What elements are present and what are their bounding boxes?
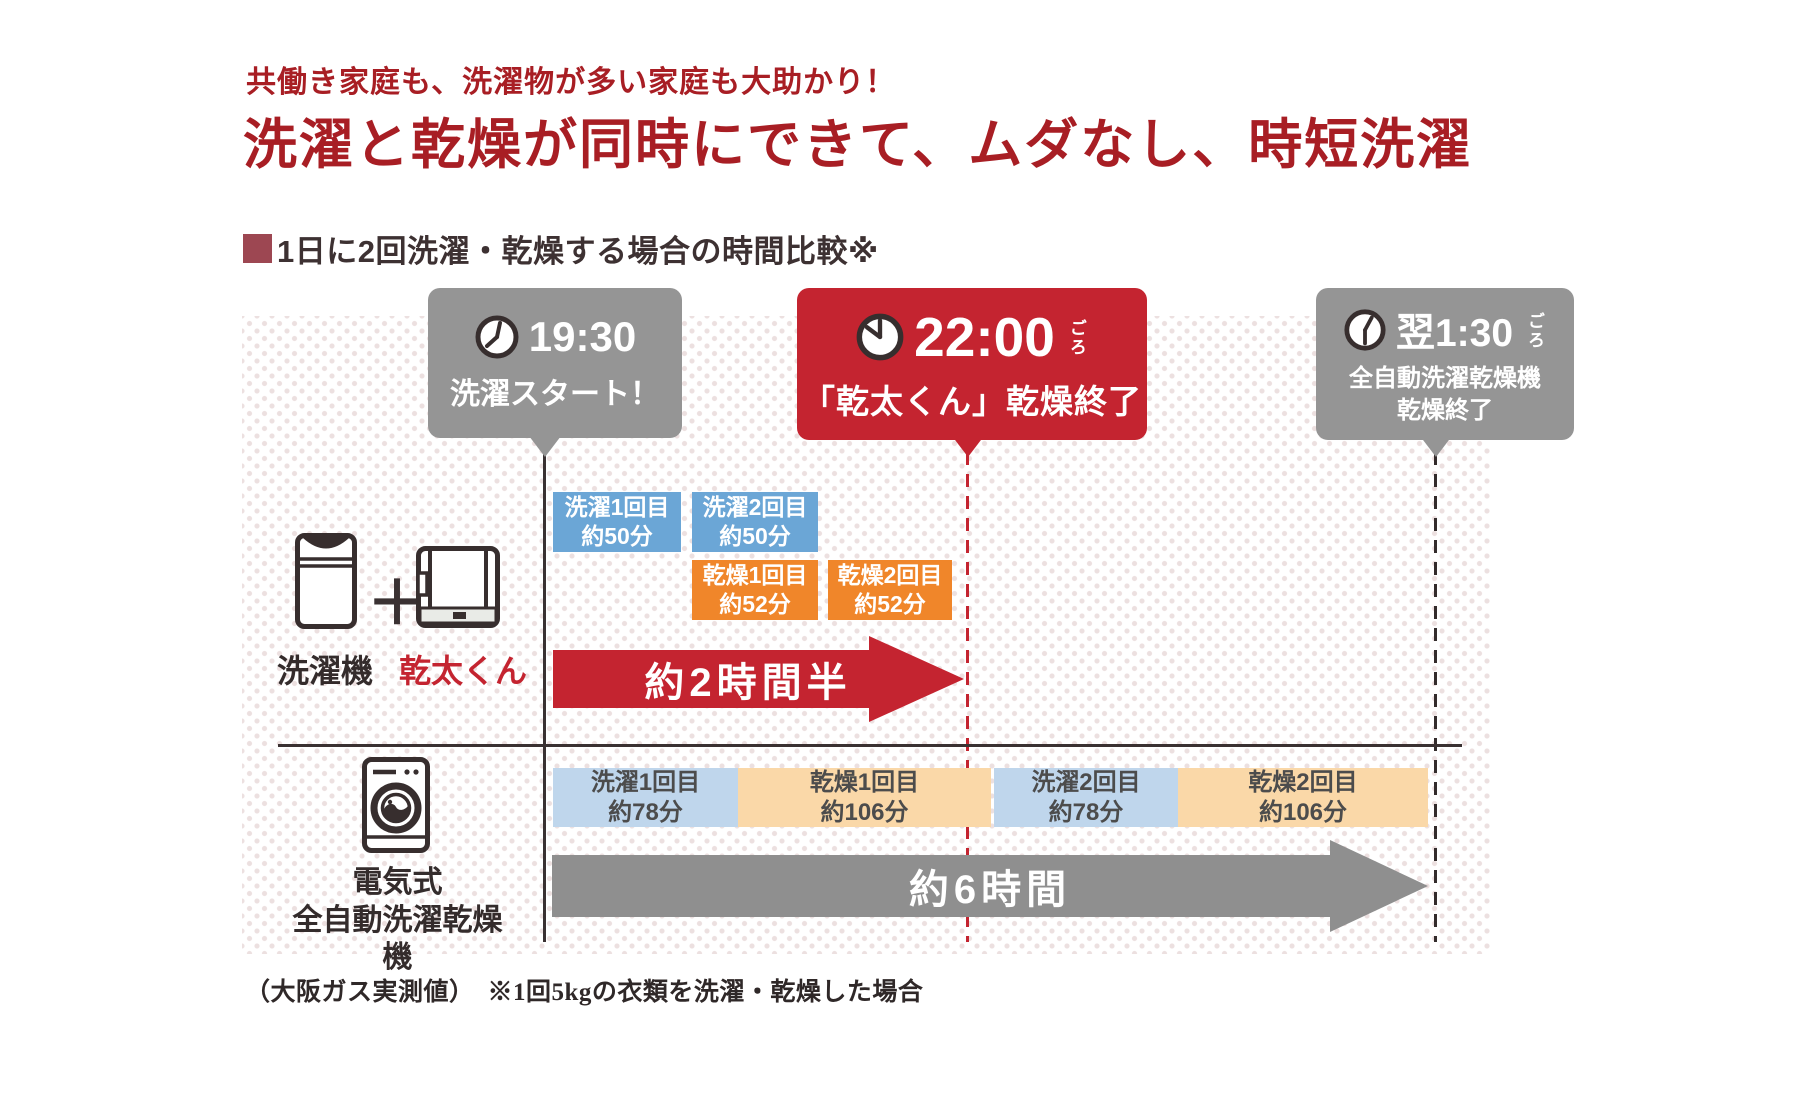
time-bubble-electric-end: 翌1:30 ごろ 全自動洗濯乾燥機 乾燥終了 — [1316, 288, 1574, 440]
washer-label: 洗濯機 — [276, 653, 373, 689]
timeline-electric-end-line — [1434, 452, 1437, 942]
event-label: 「乾太くん」乾燥終了 — [802, 383, 1142, 420]
electric-dry1-bar: 乾燥1回目 約106分 — [738, 768, 991, 827]
top-load-washer-icon — [295, 533, 357, 629]
gas-wash2-bar: 洗濯2回目 約50分 — [692, 492, 818, 552]
time-bubble-start: 19:30 洗濯スタート！ — [428, 288, 682, 438]
electric-wash2-bar: 洗濯2回目 約78分 — [994, 768, 1178, 827]
event-time: 19:30 — [528, 313, 637, 360]
gas-dry1-bar: 乾燥1回目 約52分 — [692, 560, 818, 620]
electric-dry2-bar: 乾燥2回目 約106分 — [1178, 768, 1428, 827]
section-title-text: 1日に2回洗濯・乾燥する場合の時間比較※ — [277, 234, 879, 269]
gas-wash1-bar: 洗濯1回目 約50分 — [553, 492, 681, 552]
kanta-kun-dryer-icon — [416, 546, 500, 628]
row-divider — [278, 744, 1462, 747]
event-time-suffix: ごろ — [1525, 312, 1545, 351]
electric-wash1-bar: 洗濯1回目 約78分 — [553, 768, 738, 827]
section-square-marker — [243, 234, 272, 263]
event-time-suffix: ごろ — [1066, 319, 1086, 357]
event-label: 洗濯スタート！ — [450, 378, 660, 411]
clock-icon — [856, 313, 904, 361]
gas-total-arrowhead — [869, 636, 964, 722]
event-time: 22:00 — [914, 306, 1055, 368]
electric-total-arrow — [552, 855, 1331, 917]
time-bubble-kanta-end: 22:00 ごろ 「乾太くん」乾燥終了 — [797, 288, 1147, 440]
clock-icon — [1344, 309, 1386, 351]
footnote: （大阪ガス実測値） ※1回5kgの衣類を洗濯・乾燥した場合 — [245, 979, 924, 1006]
section-title: 1日に2回洗濯・乾燥する場合の時間比較※ — [243, 226, 879, 271]
event-label: 全自動洗濯乾燥機 乾燥終了 — [1349, 365, 1541, 424]
bubble-pointer — [952, 436, 984, 457]
headline-subtitle: 共働き家庭も、洗濯物が多い家庭も大助かり！ — [246, 66, 897, 99]
electric-machine-label: 電気式 全自動洗濯乾燥機 — [292, 866, 503, 974]
bubble-pointer — [529, 436, 561, 457]
timeline-start-line — [543, 452, 546, 942]
gas-total-arrow — [553, 650, 870, 708]
headline-title: 洗濯と乾燥が同時にできて、ムダなし、時短洗濯 — [243, 115, 1473, 175]
electric-total-arrowhead — [1330, 840, 1428, 932]
electric-total-label: 約6時間 — [908, 868, 1072, 912]
gas-dry2-bar: 乾燥2回目 約52分 — [828, 560, 952, 620]
clock-icon — [475, 315, 519, 359]
event-time: 翌1:30 — [1395, 312, 1514, 356]
timeline-kanta-end-line — [966, 452, 969, 942]
kanta-kun-label: 乾太くん — [398, 653, 527, 689]
drum-washer-dryer-icon — [362, 757, 430, 853]
bubble-pointer — [1420, 436, 1452, 457]
gas-total-label: 約2時間半 — [644, 661, 852, 705]
